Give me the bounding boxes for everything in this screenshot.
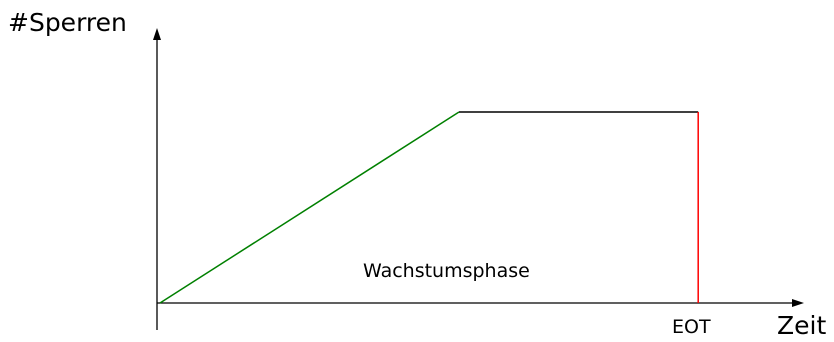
- phase-label: Wachstumsphase: [363, 260, 530, 282]
- y-axis-label: #Sperren: [8, 8, 127, 37]
- growth-line: [159, 111, 460, 304]
- y-axis-arrowhead: [153, 28, 161, 40]
- x-axis-arrowhead: [792, 299, 804, 307]
- x-axis-label: Zeit: [777, 311, 827, 340]
- eot-label: EOT: [672, 316, 711, 338]
